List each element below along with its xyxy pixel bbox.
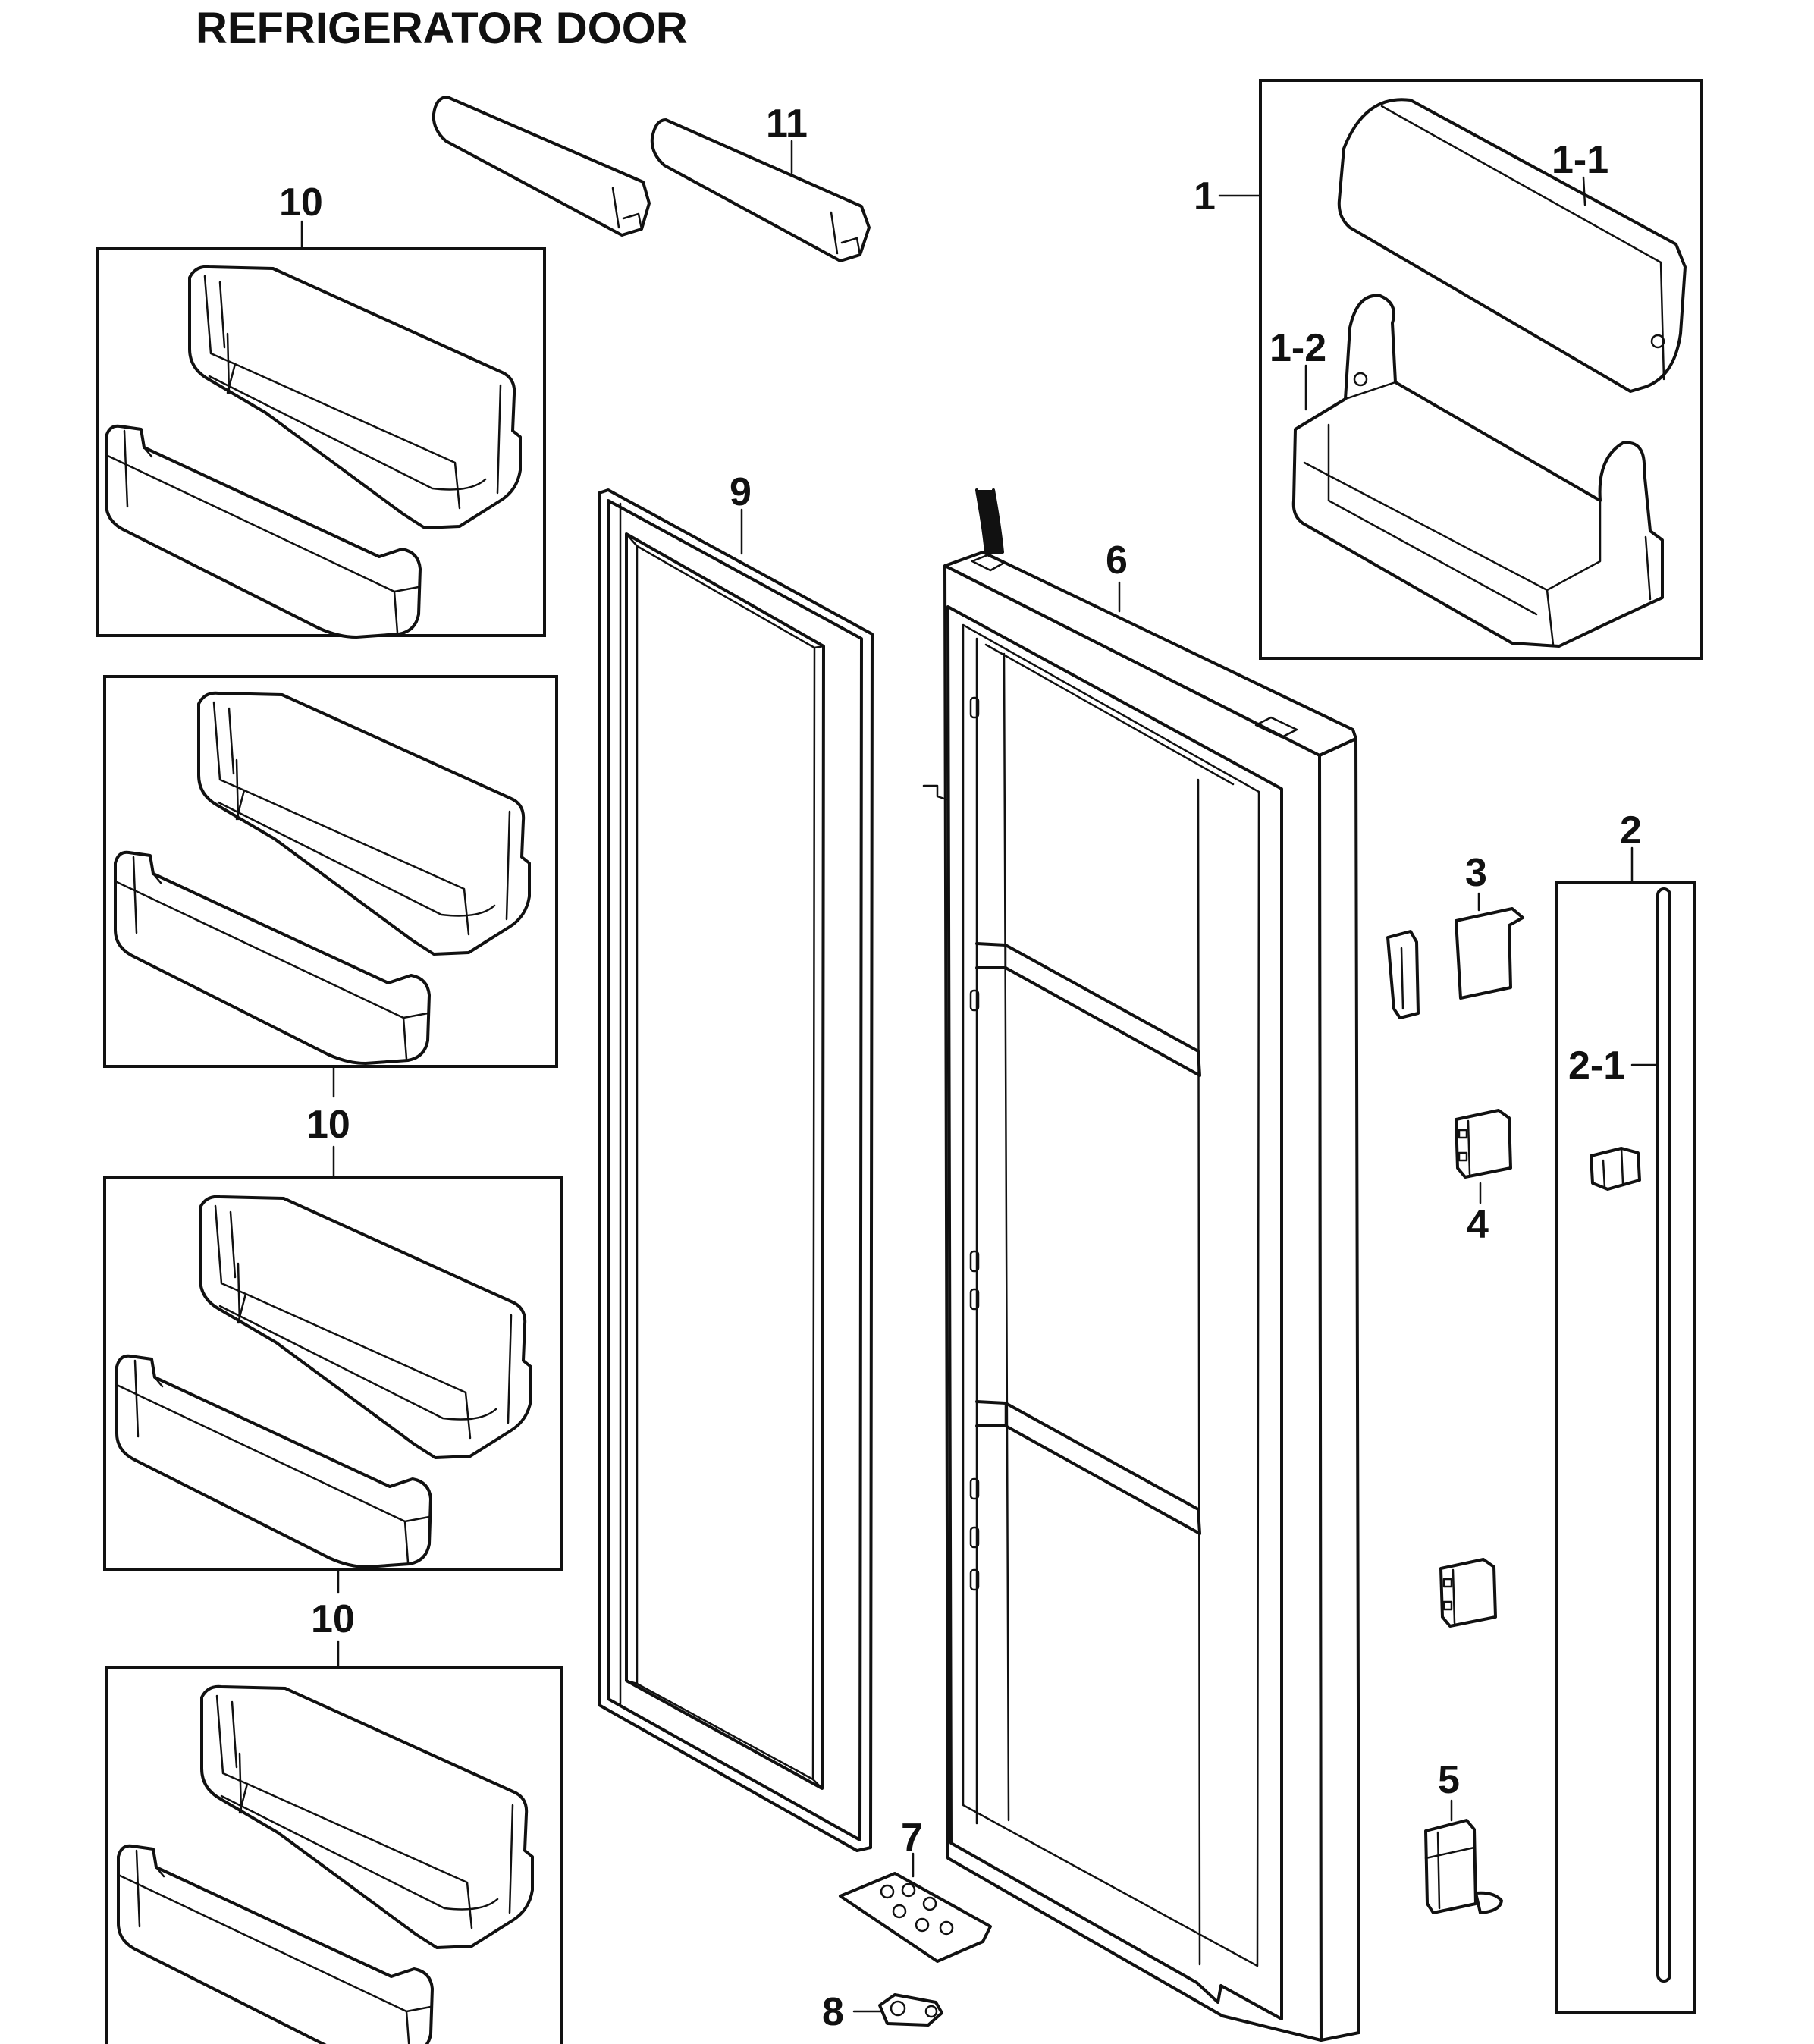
part-11-cap-left <box>432 96 651 237</box>
label-9: 9 <box>730 470 752 514</box>
part-8-hinge-pin <box>878 1993 943 2027</box>
part-5-cam <box>1424 1819 1503 1914</box>
label-1-1: 1-1 <box>1552 138 1608 182</box>
label-5: 5 <box>1438 1758 1460 1802</box>
label-2-1: 2-1 <box>1568 1044 1625 1088</box>
label-3: 3 <box>1465 851 1487 895</box>
label-8: 8 <box>822 1990 844 2034</box>
part-10-bin-box-3 <box>103 1176 563 1571</box>
part-4-block <box>1455 1109 1512 1179</box>
label-7: 7 <box>901 1816 923 1860</box>
part-9-door-gasket <box>598 488 874 1852</box>
part-3-latch <box>1455 907 1524 1000</box>
part-2-1-rod <box>1656 887 1671 1983</box>
label-1-2: 1-2 <box>1269 326 1326 370</box>
part-3-bracket <box>1386 930 1420 1019</box>
part-10-bin-box-4 <box>105 1666 563 2044</box>
label-2: 2 <box>1620 808 1642 852</box>
part-2-box <box>1555 881 1696 2014</box>
label-1: 1 <box>1194 174 1216 218</box>
part-7-hinge-plate <box>839 1872 992 1963</box>
part-1-1-bin-cover <box>1337 98 1687 393</box>
part-2-1-clip <box>1590 1147 1641 1191</box>
part-11-cap-right <box>650 118 871 262</box>
label-10-top: 10 <box>279 181 323 224</box>
label-10-middle: 10 <box>306 1103 350 1147</box>
label-11: 11 <box>766 102 808 146</box>
part-1-2-bin <box>1291 294 1664 648</box>
label-6: 6 <box>1106 538 1128 582</box>
label-4: 4 <box>1467 1203 1489 1247</box>
leader-1-1 <box>1582 176 1586 206</box>
part-10-bin-box-1 <box>96 247 546 639</box>
part-4-block-lower <box>1439 1558 1497 1628</box>
part-6-door-assembly <box>922 488 1360 2042</box>
diagram-title: REFRIGERATOR DOOR <box>196 4 688 53</box>
label-10-bottom: 10 <box>311 1597 355 1641</box>
part-10-bin-box-2 <box>103 675 558 1068</box>
part-1-box <box>1259 79 1703 660</box>
